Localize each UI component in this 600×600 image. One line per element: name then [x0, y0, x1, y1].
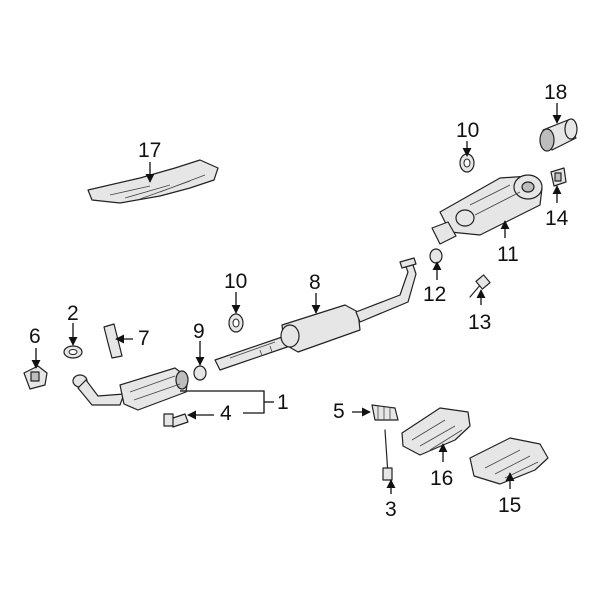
callout-3: 3 — [385, 498, 397, 521]
callout-13: 13 — [468, 311, 491, 334]
rear-muffler — [431, 174, 543, 245]
callout-9: 9 — [193, 320, 205, 343]
heat-shield-upper — [87, 159, 219, 204]
bolt-front — [163, 413, 189, 428]
gasket-center — [193, 365, 207, 381]
callout-1: 1 — [277, 391, 289, 414]
center-pipe-resonator — [214, 257, 417, 371]
tailpipe-finisher — [539, 118, 578, 152]
insulator — [371, 404, 399, 421]
gasket-rear — [429, 248, 443, 264]
callout-10-upper: 10 — [456, 119, 479, 142]
callout-14: 14 — [545, 207, 569, 230]
callout-15: 15 — [498, 494, 521, 517]
stud — [382, 429, 393, 481]
bracket-front — [103, 323, 123, 359]
front-pipe-converter — [72, 367, 189, 411]
callout-10-lower: 10 — [224, 270, 247, 293]
callout-18: 18 — [544, 81, 567, 104]
callout-12: 12 — [423, 283, 446, 306]
rear-bracket — [550, 167, 567, 187]
leader-lines — [31, 103, 562, 494]
callout-6: 6 — [29, 325, 41, 348]
callout-16: 16 — [430, 467, 453, 490]
gasket-front — [63, 345, 83, 359]
heat-shield-rear — [469, 437, 549, 485]
callout-7: 7 — [138, 327, 150, 350]
callout-17: 17 — [138, 139, 161, 162]
callout-8: 8 — [309, 271, 321, 294]
washer-upper — [459, 153, 475, 173]
callout-2: 2 — [67, 302, 79, 325]
bolt-rear — [469, 274, 491, 298]
callout-5: 5 — [333, 400, 345, 423]
washer-lower — [228, 313, 244, 333]
callout-11: 11 — [497, 243, 519, 266]
hanger-front — [23, 365, 48, 390]
heat-shield-lower — [401, 407, 471, 456]
callout-4: 4 — [220, 402, 232, 425]
